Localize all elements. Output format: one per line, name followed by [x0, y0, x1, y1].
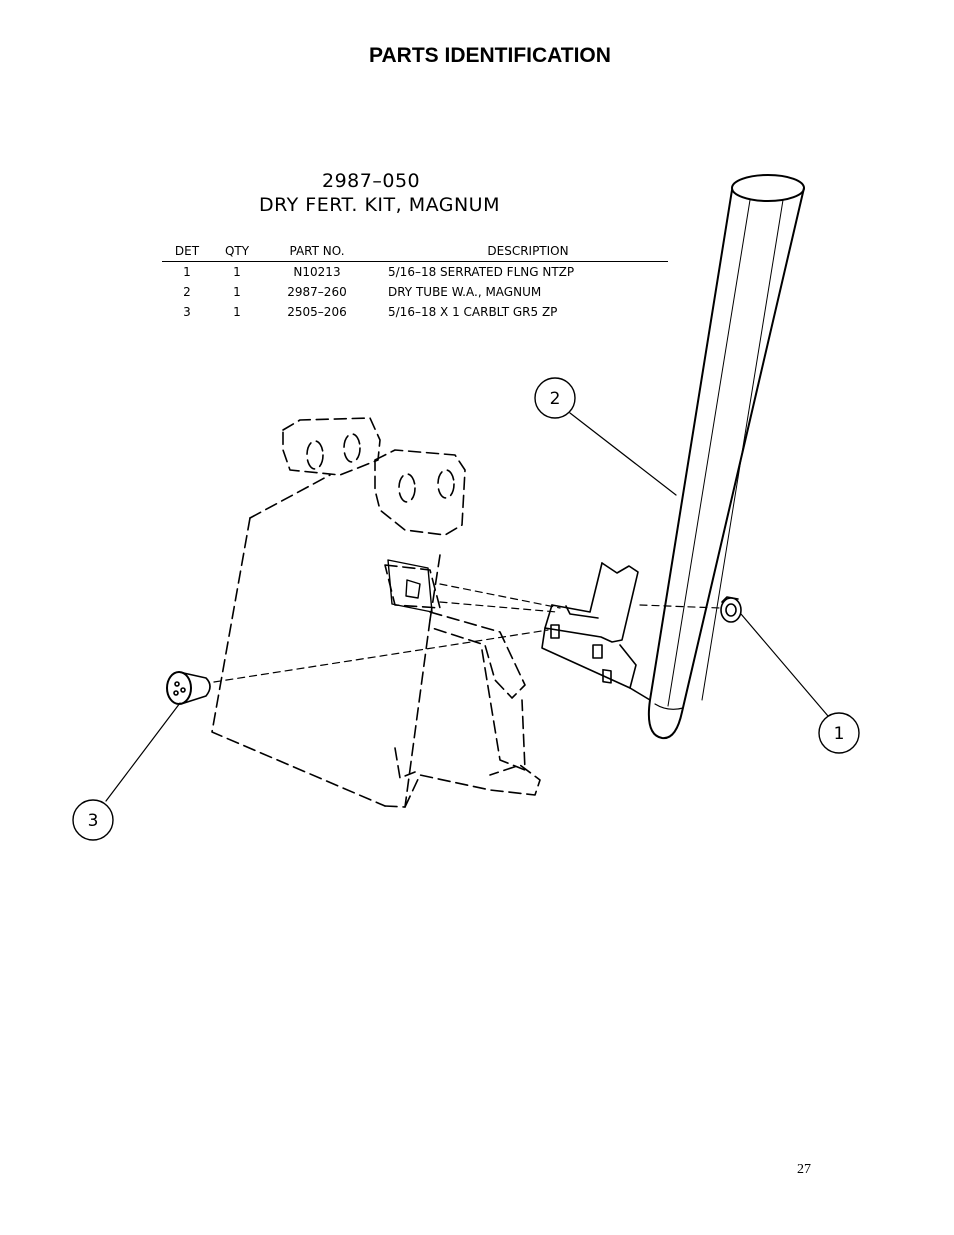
cell-qty: 1: [233, 305, 241, 319]
table-header-row: DET QTY PART NO. DESCRIPTION: [162, 243, 668, 262]
cell-description: 5/16–18 X 1 CARBLT GR5 ZP: [388, 305, 558, 319]
phantom-frame: [211, 417, 541, 808]
col-det: DET: [162, 243, 212, 262]
cell-det: 1: [183, 265, 191, 279]
dry-tube-part: [647, 174, 805, 740]
leader-lines: [105, 412, 829, 802]
alignment-lines: [213, 583, 721, 683]
col-description: DESCRIPTION: [372, 243, 668, 262]
kit-number: 2987–050: [322, 170, 421, 192]
table-row: 3 1 2505–206 5/16–18 X 1 CARBLT GR5 ZP: [162, 302, 668, 322]
cell-description: DRY TUBE W.A., MAGNUM: [388, 285, 542, 299]
callout-circle-3: [72, 799, 114, 841]
cell-det: 3: [183, 305, 191, 319]
col-qty: QTY: [212, 243, 262, 262]
cell-description: 5/16–18 SERRATED FLNG NTZP: [388, 265, 575, 279]
page-number: 27: [797, 1162, 811, 1177]
kit-name: DRY FERT. KIT, MAGNUM: [259, 194, 500, 216]
cell-qty: 1: [233, 285, 241, 299]
callout-circle-1: [818, 712, 860, 754]
mount-bracket: [541, 562, 651, 701]
callout-label-1: 1: [834, 724, 845, 744]
cell-part-no: 2505–206: [287, 305, 347, 319]
parts-table: DET QTY PART NO. DESCRIPTION 1 1 N10213 …: [162, 243, 668, 322]
callout-circle-2: [534, 377, 576, 419]
cell-det: 2: [183, 285, 191, 299]
cell-qty: 1: [233, 265, 241, 279]
cell-part-no: 2987–260: [287, 285, 347, 299]
page-title: PARTS IDENTIFICATION: [369, 44, 611, 67]
table-row: 1 1 N10213 5/16–18 SERRATED FLNG NTZP: [162, 262, 668, 283]
callout-label-2: 2: [550, 389, 561, 409]
callout-label-3: 3: [88, 811, 99, 831]
carriage-bolt-part: [166, 671, 211, 705]
col-part-no: PART NO.: [262, 243, 372, 262]
center-bracket: [387, 559, 433, 613]
cell-part-no: N10213: [293, 265, 341, 279]
flange-nut-part: [720, 596, 742, 623]
table-row: 2 1 2987–260 DRY TUBE W.A., MAGNUM: [162, 282, 668, 302]
